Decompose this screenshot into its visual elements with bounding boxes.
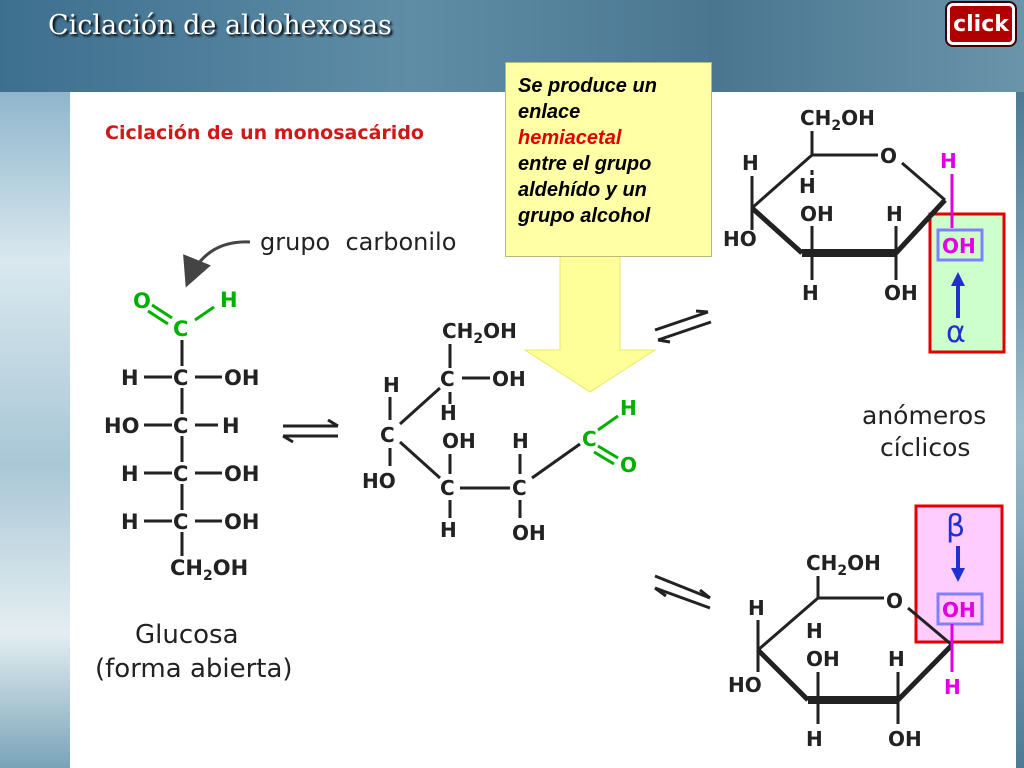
equilibrium-arrow-alpha [654, 309, 712, 344]
open-chain-name: Glucosa [135, 620, 239, 650]
svg-text:H: H [440, 518, 457, 542]
svg-text:OH: OH [224, 366, 259, 390]
svg-text:OH: OH [492, 367, 526, 391]
beta-highlight-box [914, 504, 1004, 644]
svg-text:C: C [380, 423, 395, 447]
svg-text:HO: HO [362, 469, 396, 493]
carbonyl-group-label: grupo carbonilo [260, 228, 456, 256]
svg-text:OH: OH [888, 727, 922, 751]
svg-text:H: H [121, 462, 139, 486]
beta-symbol: β [946, 509, 965, 544]
svg-text:O: O [133, 289, 151, 313]
svg-text:H: H [742, 151, 759, 175]
svg-text:OH: OH [806, 647, 840, 671]
waterfall-decoration-left [0, 92, 70, 768]
note-line-4: entre el grupo [518, 153, 652, 175]
slide-title: Ciclación de aldohexosas [48, 10, 392, 41]
beta-anomer: CH2OH O H HO H OH H H OH OH H [728, 546, 984, 751]
note-line-2: enlace [518, 101, 581, 123]
alpha-symbol: α [946, 315, 966, 350]
equilibrium-arrow-1 [282, 418, 339, 444]
svg-text:C: C [440, 476, 455, 500]
svg-text:C: C [582, 427, 597, 451]
svg-text:H: H [121, 366, 139, 390]
svg-text:H: H [121, 510, 139, 534]
hemiacetal-note: Se produce un enlace hemiacetal entre el… [505, 62, 712, 257]
svg-text:C: C [173, 510, 188, 534]
svg-text:C: C [173, 366, 188, 390]
svg-text:OH: OH [512, 521, 546, 545]
svg-text:CH2OH: CH2OH [806, 551, 881, 579]
svg-text:C: C [173, 414, 188, 438]
svg-text:H: H [620, 396, 637, 420]
svg-text:O: O [880, 144, 897, 168]
svg-text:H: H [748, 596, 765, 620]
alpha-anomer: CH2OH O H HO H OH H H OH H OH [723, 106, 984, 318]
open-chain-glucose: O H C H C OH HO C H H C OH H C OH CH2OH [104, 288, 259, 584]
svg-text:OH: OH [224, 462, 259, 486]
waterfall-decoration-right [1016, 92, 1024, 768]
svg-text:O: O [620, 453, 637, 477]
svg-text:CH2OH: CH2OH [442, 319, 517, 347]
svg-text:C: C [440, 367, 455, 391]
svg-text:H: H [886, 202, 903, 226]
svg-text:OH: OH [442, 429, 476, 453]
svg-text:H: H [940, 149, 957, 173]
carbonyl-arrow [183, 240, 251, 288]
svg-text:HO: HO [728, 673, 762, 697]
svg-text:HO: HO [723, 227, 757, 251]
svg-text:OH: OH [942, 234, 976, 258]
svg-text:H: H [383, 373, 400, 397]
svg-text:OH: OH [224, 510, 259, 534]
svg-text:C: C [173, 317, 188, 341]
svg-text:CH2OH: CH2OH [170, 556, 248, 584]
anomers-label-line1: anómeros [862, 401, 986, 430]
anomers-label-line2: cíclicos [880, 433, 970, 462]
svg-text:H: H [944, 675, 961, 699]
svg-text:OH: OH [800, 202, 834, 226]
svg-text:H: H [806, 619, 823, 643]
svg-text:H: H [802, 281, 819, 305]
alpha-highlight-box [928, 212, 1006, 354]
note-line-5: aldehído y un [518, 179, 647, 201]
svg-text:H: H [888, 647, 905, 671]
equilibrium-arrow-beta [654, 574, 711, 610]
svg-text:C: C [512, 476, 527, 500]
note-line-1: Se produce un [518, 75, 657, 97]
intermediate-structure: CH2OH C OH H H C HO OH C C H H OH [362, 319, 581, 545]
svg-text:OH: OH [884, 281, 918, 305]
svg-text:H: H [440, 401, 457, 425]
click-button[interactable]: click [947, 3, 1015, 45]
svg-text:H: H [512, 429, 529, 453]
svg-text:CH2OH: CH2OH [800, 106, 875, 134]
note-line-6: grupo alcohol [518, 205, 651, 227]
svg-text:H: H [799, 174, 816, 198]
svg-text:OH: OH [942, 598, 976, 622]
note-line-3: hemiacetal [518, 127, 622, 149]
svg-text:HO: HO [104, 414, 139, 438]
big-arrow-down [523, 255, 657, 393]
svg-text:H: H [220, 288, 238, 312]
svg-text:H: H [806, 727, 823, 751]
svg-text:C: C [173, 462, 188, 486]
svg-text:O: O [886, 589, 903, 613]
intermediate-aldehyde: C H O [582, 396, 637, 477]
diagram-subtitle: Ciclación de un monosacárido [105, 122, 424, 144]
open-chain-caption: (forma abierta) [95, 654, 293, 684]
svg-text:H: H [222, 414, 240, 438]
